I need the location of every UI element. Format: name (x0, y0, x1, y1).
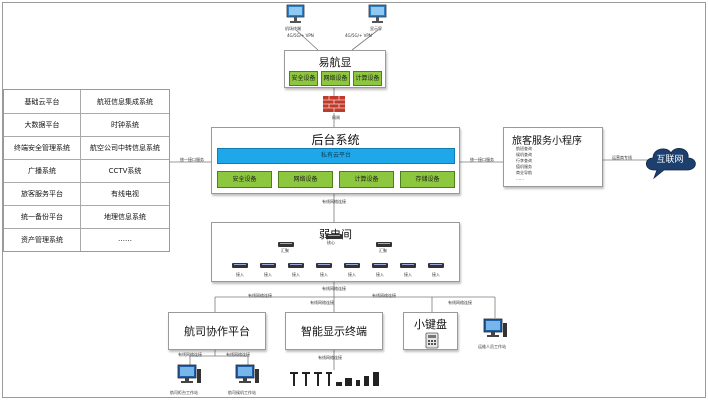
table-cell: 航班信息集成系统 (97, 98, 153, 106)
access-switch-icon (232, 263, 248, 268)
airline-pc-icon (177, 364, 201, 383)
display-terminals-icon (290, 372, 379, 386)
cloud-icon (645, 148, 696, 180)
backend-right-link-label: 统一接口服务 (470, 157, 494, 162)
backend-security-device: 安全设备 (217, 171, 272, 188)
core-switch-icon (326, 234, 342, 239)
internet-cloud: 互联网 (640, 140, 700, 180)
access-switch-icon (344, 263, 360, 268)
internet-link-label: 运营商专线 (612, 155, 632, 160)
yhx-box[interactable]: 易航显 安全设备 网络设备 计算设备 (284, 50, 386, 88)
table-cell: 地理信息系统 (104, 213, 146, 221)
bus-link-label: 有线网络连接 (248, 293, 272, 298)
miniapp-item: 候机查询 (516, 152, 532, 157)
core-label: 核心 (327, 240, 335, 245)
airline-link-label: 有线网络连接 (178, 352, 202, 357)
access-switch-icon (316, 263, 332, 268)
vpn-left-label: 4G/5G/+ VPN (287, 33, 314, 38)
miniapp-box[interactable]: 旅客服务小程序 航班查询 候机查询 行李查询 值机服务 商业导航 …… (503, 127, 603, 187)
access-label: 接入 (236, 272, 244, 277)
private-cloud-bar: 私有云平台 (217, 148, 455, 164)
backend-down-link-label: 有线网络连接 (322, 199, 346, 204)
yhx-security-device: 安全设备 (289, 71, 318, 86)
weak-room-box[interactable]: 弱电间 (211, 222, 460, 282)
airline-link-label: 有线网络连接 (226, 352, 250, 357)
yhx-title: 易航显 (318, 56, 352, 69)
backend-left-link-label: 统一接口服务 (180, 157, 204, 162)
manual-workstation-label: 运维人员工作站 (478, 344, 506, 349)
miniapp-item: 商业导航 (516, 170, 532, 175)
bus-link-label: 有线网络连接 (448, 300, 472, 305)
access-label: 接入 (348, 272, 356, 277)
access-switch-icon (428, 263, 444, 268)
access-switch-icon (260, 263, 276, 268)
backend-box[interactable]: 后台系统 私有云平台 安全设备 网络设备 计算设备 存储设备 (211, 127, 460, 194)
backend-network-device: 网络设备 (278, 171, 333, 188)
access-label: 接入 (376, 272, 384, 277)
table-cell: …… (118, 235, 132, 243)
table-cell: 资产管理系统 (21, 236, 63, 244)
miniapp-item: 行李查询 (516, 158, 532, 163)
table-cell: 统一备份平台 (21, 213, 63, 221)
display-link-label: 有线网络连接 (318, 355, 342, 360)
smart-display-box[interactable]: 智能显示终端 (285, 312, 383, 350)
backend-title: 后台系统 (311, 133, 360, 147)
backend-storage-device: 存储设备 (400, 171, 455, 188)
table-cell: 大数据平台 (24, 121, 60, 129)
table-cell: 基础云平台 (24, 98, 60, 106)
access-switch-icon (288, 263, 304, 268)
table-cell: 终端安全管理系统 (14, 144, 70, 152)
airline-platform-box[interactable]: 航司协作平台 (168, 312, 266, 350)
airline-pc-label: 航司柜台工作站 (170, 390, 198, 395)
yhx-network-device: 网络设备 (321, 71, 350, 86)
keypad-box[interactable]: 小键盘 (403, 312, 458, 350)
table-cell: 有线电视 (111, 190, 139, 198)
firewall-icon (323, 96, 345, 112)
access-label: 接入 (432, 272, 440, 277)
airline-pc-icon (235, 364, 259, 383)
miniapp-title: 旅客服务小程序 (512, 136, 582, 147)
access-switch-icon (400, 263, 416, 268)
bus-link-label: 有线网络连接 (372, 293, 396, 298)
agg-label-left: 汇聚 (281, 248, 289, 253)
access-label: 接入 (320, 272, 328, 277)
table-cell: 航空公司中转信息系统 (90, 144, 160, 152)
yhx-compute-device: 计算设备 (353, 71, 382, 86)
internet-label: 互联网 (656, 155, 684, 165)
airline-pc-label: 航司候机工作站 (228, 390, 256, 395)
miniapp-item: 值机服务 (516, 164, 532, 169)
table-cell: 广播系统 (28, 167, 56, 175)
vpn-right-label: 4G/5G/+ VPN (345, 33, 372, 38)
terminal-left-label: 机场终端 (285, 26, 301, 31)
agg-switch-icon (376, 242, 392, 247)
miniapp-item: …… (516, 176, 524, 181)
terminal-monitor-icon (286, 4, 305, 23)
agg-label-right: 汇聚 (379, 248, 387, 253)
smart-display-title: 智能显示终端 (301, 325, 367, 338)
display-monitor-icon (368, 4, 387, 23)
keypad-title: 小键盘 (414, 318, 447, 331)
backend-compute-device: 计算设备 (339, 171, 394, 188)
keypad-icon (425, 332, 439, 349)
access-label: 接入 (404, 272, 412, 277)
firewall-label: 网闸 (332, 115, 340, 120)
weak-down-link-label: 有线网络连接 (322, 286, 346, 291)
access-label: 接入 (292, 272, 300, 277)
terminal-right-label: 显示屏 (370, 26, 382, 31)
table-cell: 时钟系统 (111, 121, 139, 129)
systems-table: 基础云平台 航班信息集成系统 大数据平台 时钟系统 终端安全管理系统 航空公司中… (3, 89, 170, 252)
table-cell: 旅客服务平台 (21, 190, 63, 198)
miniapp-item: 航班查询 (516, 146, 532, 151)
access-switch-icon (372, 263, 388, 268)
airline-platform-title: 航司协作平台 (184, 325, 250, 338)
workstation-pc-icon (483, 318, 507, 337)
table-cell: CCTV系统 (108, 167, 142, 175)
agg-switch-icon (278, 242, 294, 247)
bus-link-label: 有线网络连接 (310, 300, 334, 305)
access-label: 接入 (264, 272, 272, 277)
